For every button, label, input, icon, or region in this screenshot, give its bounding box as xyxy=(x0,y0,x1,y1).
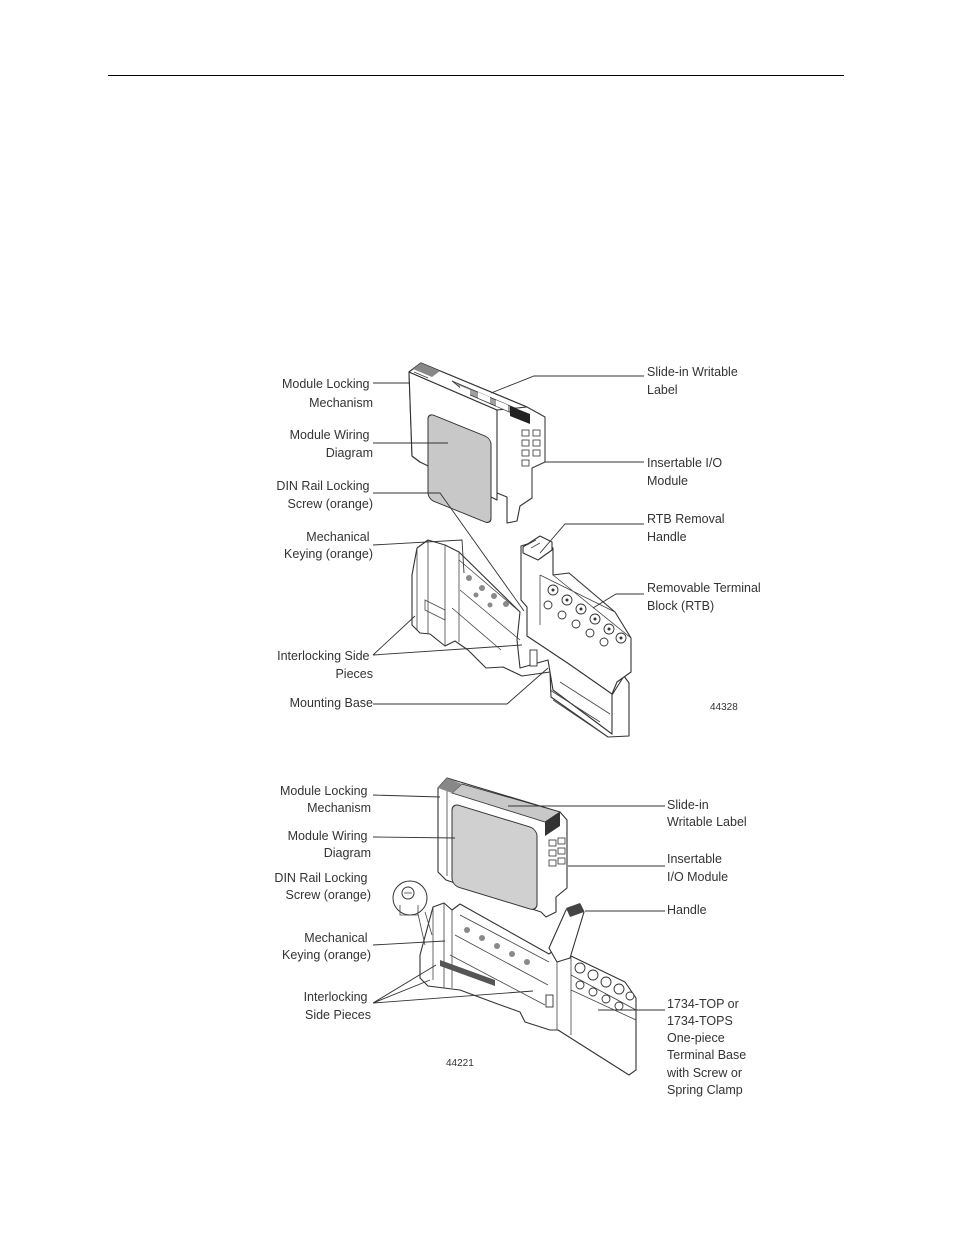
fig1-label-mechanical-keying: Mechanical Keying (orange) xyxy=(284,530,373,561)
figure2-terminal-base xyxy=(419,902,637,1076)
fig2-label-mechanical-keying: Mechanical Keying (orange) xyxy=(282,931,371,962)
figure1-mounting-base xyxy=(411,539,630,738)
figure1-rtb xyxy=(520,535,632,695)
fig2-label-terminal-base: 1734-TOP or 1734-TOPS One-piece Terminal… xyxy=(666,997,750,1097)
figure2-din-rail-screw-callout xyxy=(392,880,433,946)
fig2-label-writable-label: Slide-in Writable Label xyxy=(667,798,747,829)
fig2-label-module-locking: Module Locking Mechanism xyxy=(280,784,371,815)
header-rule xyxy=(108,75,844,76)
fig2-label-handle: Handle xyxy=(667,903,707,917)
figure2-drawing: Module Locking Mechanism Module Wiring D… xyxy=(274,777,750,1097)
fig1-label-interlocking: Interlocking Side Pieces xyxy=(277,649,373,681)
fig2-label-interlocking: Interlocking Side Pieces xyxy=(304,990,371,1022)
fig1-label-module-wiring: Module Wiring Diagram xyxy=(290,428,373,460)
figure1-drawing: Module Locking Mechanism Module Wiring D… xyxy=(276,362,764,738)
fig1-label-module-locking: Module Locking Mechanism xyxy=(282,377,373,410)
fig2-label-din-rail: DIN Rail Locking Screw (orange) xyxy=(274,871,371,902)
fig1-label-mounting-base: Mounting Base xyxy=(290,696,373,710)
fig2-label-io-module: Insertable I/O Module xyxy=(667,852,728,884)
figure1-leader-lines xyxy=(372,375,644,705)
fig1-label-rtb: Removable Terminal Block (RTB) xyxy=(647,581,764,613)
figure2-io-module xyxy=(437,777,568,918)
fig1-label-rtb-handle: RTB Removal Handle xyxy=(647,512,728,544)
figure2-leader-lines xyxy=(372,794,665,1011)
fig1-label-writable-label: Slide-in Writable Label xyxy=(647,365,741,397)
fig1-figure-number: 44328 xyxy=(710,702,738,713)
fig1-label-io-module: Insertable I/O Module xyxy=(647,456,726,488)
fig2-figure-number: 44221 xyxy=(446,1058,474,1069)
fig1-label-din-rail: DIN Rail Locking Screw (orange) xyxy=(276,479,373,511)
fig2-label-module-wiring: Module Wiring Diagram xyxy=(288,829,371,860)
figure1-io-module xyxy=(408,362,546,524)
